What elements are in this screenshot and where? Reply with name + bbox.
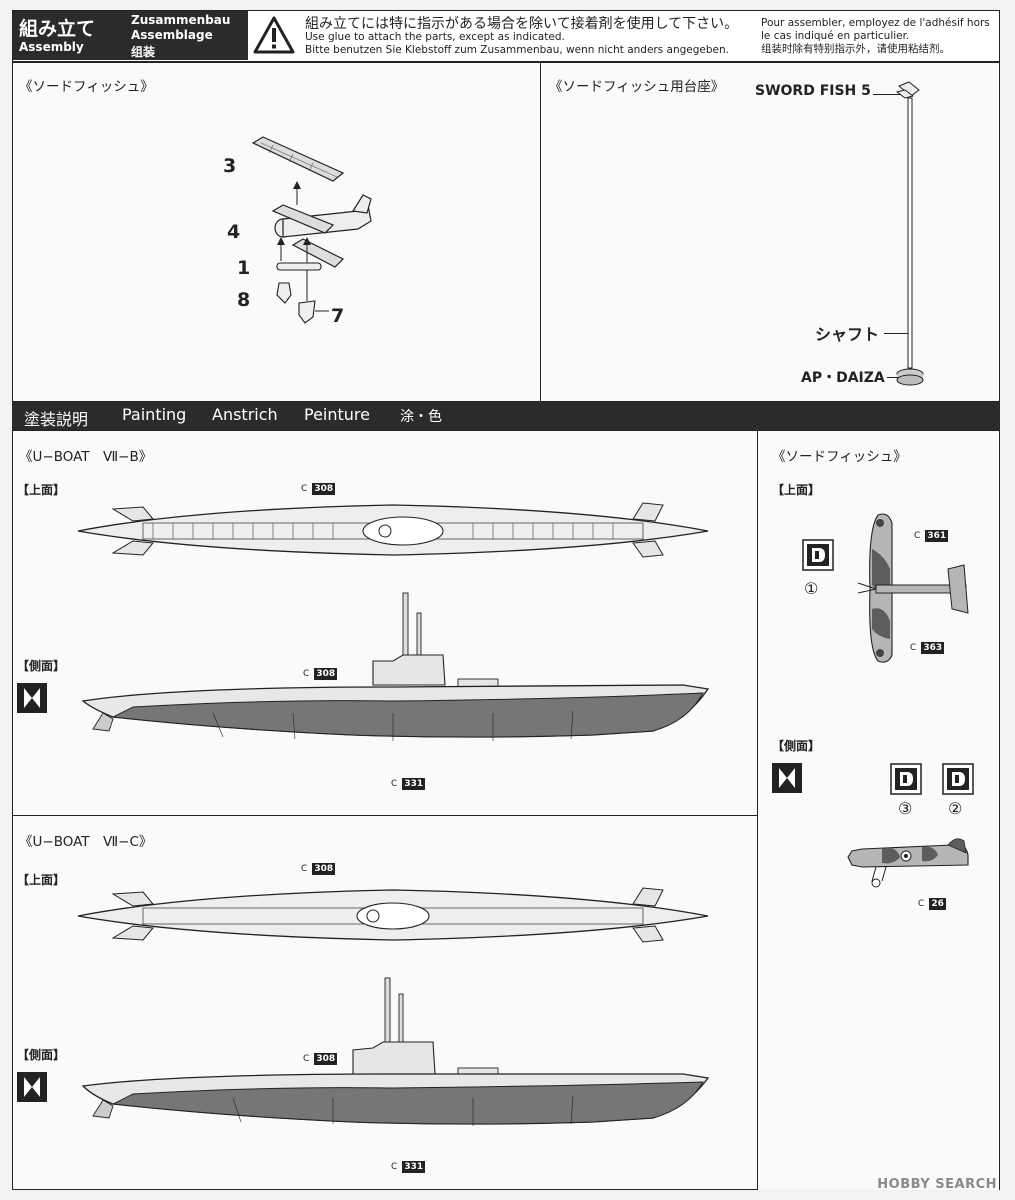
uboat-viic-title: 《U−BOAT Ⅶ−C》 [19,834,153,850]
notice-fr-line2: le cas indiqué en particulier. [761,30,910,42]
uboat-viib-side-view [81,592,710,741]
notice-fr-line1: Pour assembler, employez de l'adhésif ho… [761,17,990,29]
swordfish-side-callout: C 26 [918,898,946,910]
part-number-4: 4 [227,221,241,243]
uboat-viic-top-view [77,887,709,943]
uboat-viic-hull-callout: C 331 [391,1161,426,1173]
decal-circled-3: ③ [898,799,913,818]
paint-code-308-side: 308 [314,668,338,680]
decal-d-icon [802,539,834,571]
swordfish-painting-panel: 《ソードフィッシュ》 【上面】 ① C 361 C 363 【側面】 [757,430,1000,1190]
painting-title-fr: Peinture [304,405,370,424]
stand-leader-top [873,94,901,95]
paint-code-308-c-side: 308 [314,1053,338,1065]
assembly-title-jp: 組み立て [19,18,96,40]
paint-code-331: 331 [402,778,426,790]
warning-triangle-icon [253,16,295,54]
notice-jp: 組み立てには特に指示がある場合を除いて接着剤を使用して下さい。 [305,16,739,32]
uboat-viic-deck-callout: C 308 [301,863,336,875]
uboat-viib-title: 《U−BOAT Ⅶ−B》 [19,449,153,465]
swordfish-painting-title: 《ソードフィッシュ》 [772,449,907,465]
stand-assembly-panel: 《ソードフィッシュ用台座》 SWORD FISH 5 シャフト AP・DAIZA [540,62,1000,402]
painting-title-en: Painting [122,405,187,424]
notice-en: Use glue to attach the parts, except as … [305,31,565,43]
uboat-viic-side-view [81,977,710,1126]
painting-title-de: Anstrich [212,405,278,424]
decal-circled-1: ① [804,579,819,598]
painting-title-jp: 塗装説明 [24,410,89,429]
assembly-title-fr: Assemblage [131,28,213,42]
assembly-title-de: Zusammenbau [131,13,231,27]
part-number-8: 8 [237,289,251,311]
hourglass-flag-icon-c [17,1072,47,1102]
decal-d-icon-2 [942,763,974,795]
uboat-viic-panel: 《U−BOAT Ⅶ−C》 【上面】 C 308 【側面】 C 308 [12,815,758,1190]
stand-leader-base [887,377,899,378]
swordfish-top-view [857,513,969,663]
uboat-viic-side-view-label: 【側面】 [17,1048,66,1062]
stand-diagram [895,81,924,386]
assembly-title-en: Assembly [19,40,84,54]
watermark: HOBBY SEARCH [877,1177,997,1192]
paint-code-308: 308 [312,483,336,495]
swordfish-assembly-panel: 《ソードフィッシュ》 3 4 1 8 7 [12,62,541,402]
swordfish-side-view [847,838,969,888]
decal-circled-2: ② [948,799,963,818]
stand-label-base: AP・DAIZA [801,370,885,386]
paint-code-361: 361 [925,530,949,542]
uboat-viib-side-deck-callout: C 308 [303,668,338,680]
hourglass-flag-icon [17,683,47,713]
uboat-viib-top-view-label: 【上面】 [17,483,66,497]
stand-leader-shaft [884,333,908,334]
instruction-header: 組み立て Assembly Zusammenbau Assemblage 组装 … [12,10,1000,62]
swordfish-top-view-label: 【上面】 [772,483,821,497]
uboat-viib-side-view-label: 【側面】 [17,659,66,673]
stand-assembly-title: 《ソードフィッシュ用台座》 [549,79,725,95]
swordfish-top-callout-b: C 363 [910,642,945,654]
decal-d-icon-3 [890,763,922,795]
uboat-viib-deck-callout: C 308 [301,483,336,495]
header-title-block: 組み立て Assembly Zusammenbau Assemblage 组装 [13,11,248,60]
notice-cn: 组装时除有特别指示外，请使用粘结剂。 [761,43,950,55]
stand-label-top: SWORD FISH 5 [755,83,871,99]
paint-code-308-c: 308 [312,863,336,875]
painting-section-bar: 塗装説明 Painting Anstrich Peinture 涂・色 [12,402,1000,430]
part-number-1: 1 [237,257,251,279]
uboat-viic-top-view-label: 【上面】 [17,873,66,887]
swordfish-exploded-diagram [251,136,372,324]
paint-code-331-c: 331 [402,1161,426,1173]
uboat-viib-panel: 《U−BOAT Ⅶ−B》 【上面】 C 308 【側面】 C 308 [12,430,758,816]
swordfish-side-view-label: 【側面】 [772,739,821,753]
uboat-viic-side-deck-callout: C 308 [303,1053,338,1065]
part-number-7: 7 [331,305,345,327]
stand-label-shaft: シャフト [815,325,880,344]
assembly-title-cn: 组装 [131,45,156,59]
painting-title-cn: 涂・色 [400,409,442,425]
uboat-viib-top-view [77,502,709,558]
paint-code-26: 26 [929,898,946,910]
paint-code-363: 363 [921,642,945,654]
hourglass-flag-icon-sf [772,763,802,793]
uboat-viib-hull-callout: C 331 [391,778,426,790]
swordfish-top-callout-a: C 361 [914,530,949,542]
part-number-3: 3 [223,155,237,177]
swordfish-assembly-title: 《ソードフィッシュ》 [19,79,154,95]
notice-de: Bitte benutzen Sie Klebstoff zum Zusamme… [305,44,729,56]
